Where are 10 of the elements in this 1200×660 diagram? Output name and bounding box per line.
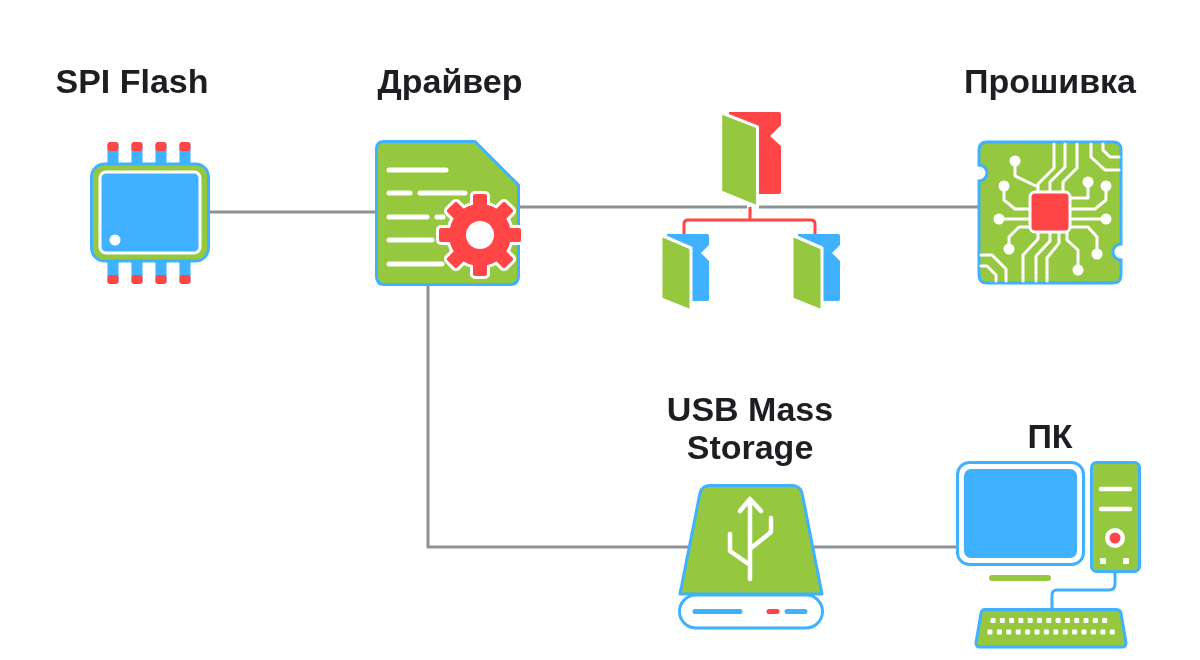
connector-line [813, 545, 957, 549]
node-title: Драйвер [377, 62, 523, 100]
connector-line [210, 210, 375, 214]
connector-line [426, 285, 689, 549]
node-title: USB Mass Storage [665, 390, 835, 466]
node-title: Прошивка [964, 62, 1136, 100]
connector-line [759, 205, 979, 209]
connector-line [520, 205, 747, 209]
node-title: SPI Flash [55, 62, 209, 100]
node-title: ПК [1027, 417, 1073, 455]
